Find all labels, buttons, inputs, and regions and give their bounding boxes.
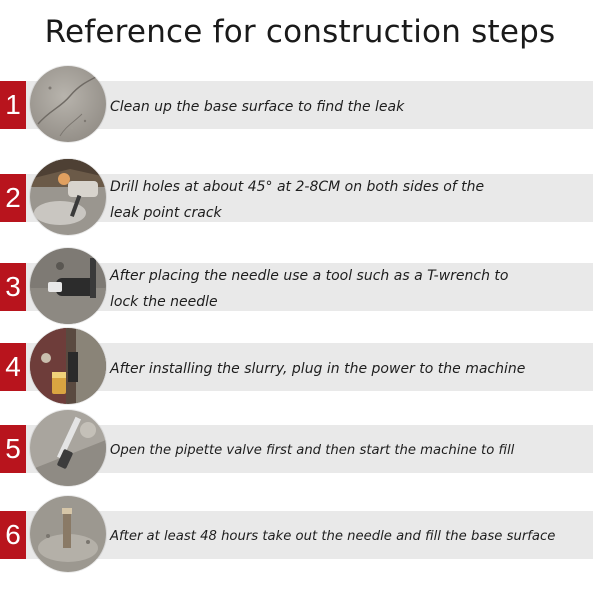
step-photo-concrete-surface — [30, 66, 106, 142]
step-text: After at least 48 hours take out the nee… — [110, 529, 556, 544]
step-text: After installing the slurry, plug in the… — [110, 361, 526, 377]
step-photo-needle-wrench — [30, 248, 106, 324]
step-number: 4 — [0, 343, 26, 391]
step-photo-slurry-machine — [30, 328, 106, 404]
step-number: 3 — [0, 263, 26, 311]
step-4: 4 After installing the slurry, plug in t… — [0, 327, 600, 407]
step-text: Clean up the base surface to find the le… — [110, 99, 405, 115]
step-text: After placing the needle use a tool such… — [110, 268, 509, 310]
step-3: 3 After placing the needle use a tool su… — [0, 247, 600, 327]
step-6: 6 After at least 48 hours take out the n… — [0, 495, 600, 575]
step-text: Open the pipette valve first and then st… — [110, 443, 515, 458]
step-number: 5 — [0, 425, 26, 473]
step-number: 1 — [0, 81, 26, 129]
step-number: 6 — [0, 511, 26, 559]
step-photo-drilling — [30, 159, 106, 235]
step-1: 1 Clean up the base surface to find the … — [0, 65, 600, 145]
step-photo-pipette-fill — [30, 410, 106, 486]
step-photo-filled-surface — [30, 496, 106, 572]
step-number: 2 — [0, 174, 26, 222]
step-text: Drill holes at about 45° at 2-8CM on bot… — [110, 179, 485, 221]
step-2: 2 Drill holes at about 45° at 2-8CM on b… — [0, 158, 600, 238]
page-title: Reference for construction steps — [44, 14, 556, 50]
step-5: 5 Open the pipette valve first and then … — [0, 409, 600, 489]
